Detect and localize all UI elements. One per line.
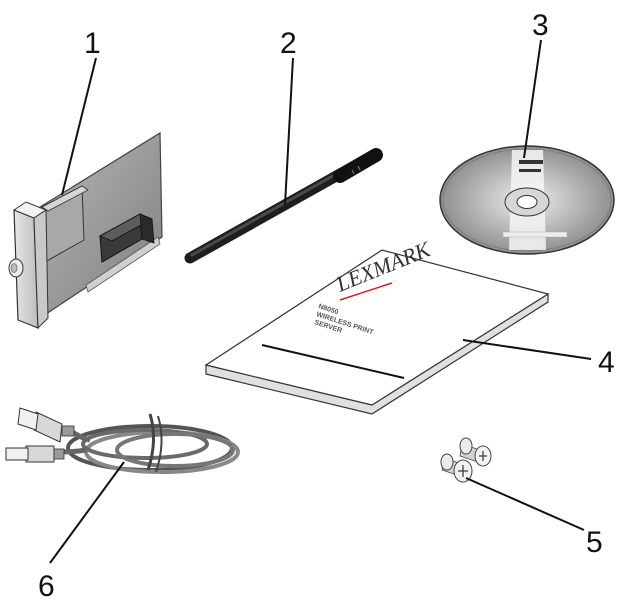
callout-6: 6 (38, 570, 55, 603)
leader-line-5 (465, 477, 585, 531)
leader-line-2 (284, 57, 294, 206)
screws-icon (440, 437, 492, 483)
leader-line-1 (61, 57, 97, 196)
leader-line-6 (49, 461, 125, 564)
callout-1: 1 (84, 27, 101, 60)
cd-icon (439, 145, 615, 255)
callout-3: 3 (532, 9, 549, 42)
network-card-icon (8, 131, 163, 330)
antenna-icon (184, 148, 383, 264)
callout-5: 5 (586, 526, 603, 559)
manual-icon: LEXMARK N8050 WIRELESS PRINT SERVER (204, 236, 550, 415)
usb-cable-icon (5, 407, 240, 474)
leader-line-4 (462, 339, 592, 360)
leader-line-3 (523, 39, 542, 159)
callout-4: 4 (598, 346, 615, 379)
callout-2: 2 (280, 27, 297, 60)
